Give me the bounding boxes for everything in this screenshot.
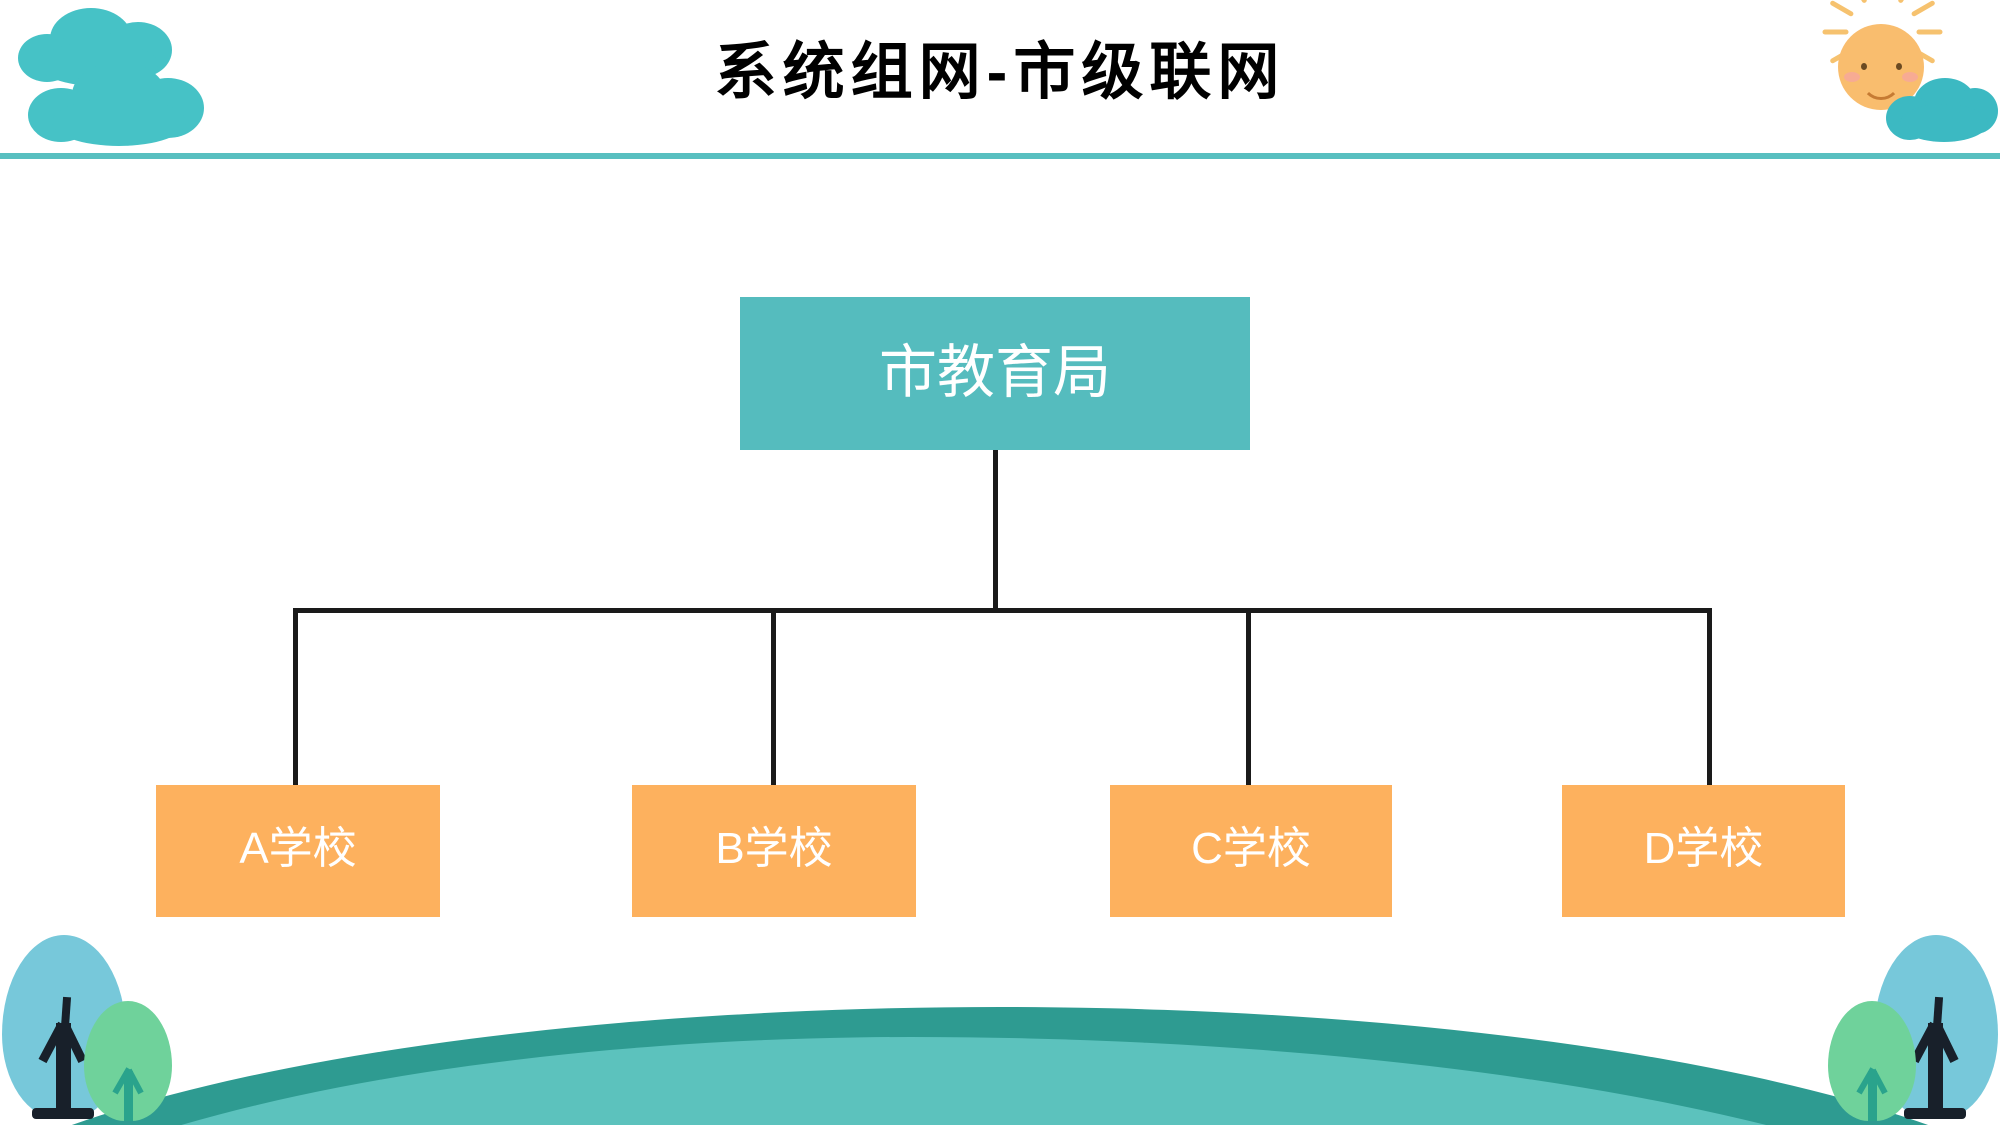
sun-icon <box>1782 0 1998 150</box>
footer-scenery <box>0 915 2000 1125</box>
sun-cheek-left <box>1844 72 1860 82</box>
tree-trunk <box>1928 1023 1943 1119</box>
cloud-icon-large <box>28 62 204 146</box>
cloud-lobe <box>52 98 186 146</box>
sun-eye-left <box>1861 63 1867 70</box>
tree-trunk <box>1868 1071 1877 1121</box>
sun-cheek-right <box>1902 72 1918 82</box>
connector-drop-school-a <box>293 608 298 788</box>
sun-ray <box>1850 0 1868 4</box>
tree-bottom-left-small <box>84 1001 172 1121</box>
org-node-school-d[interactable]: D学校 <box>1562 785 1845 917</box>
page-header: 系统组网-市级联网 <box>0 0 2000 159</box>
connector-drop-school-c <box>1246 608 1251 788</box>
connector-root-stem <box>993 450 998 611</box>
org-node-school-a[interactable]: A学校 <box>156 785 440 917</box>
org-node-root[interactable]: 市教育局 <box>740 297 1250 450</box>
cloud-icon-sun <box>1886 78 1998 144</box>
org-chart: 市教育局 A学校 B学校 C学校 D学校 <box>0 158 2000 948</box>
connector-drop-school-d <box>1707 608 1712 788</box>
sun-ray <box>1910 0 1936 18</box>
cloud-icon-small <box>18 8 178 86</box>
sun-eye-right <box>1896 63 1902 70</box>
connector-horizontal-bus <box>293 608 1712 613</box>
tree-trunk <box>124 1071 133 1121</box>
cloud-lobe <box>1900 104 1988 142</box>
sun-ray <box>1897 0 1915 4</box>
org-node-school-b[interactable]: B学校 <box>632 785 916 917</box>
sun-ray <box>1829 0 1855 18</box>
tree-root <box>1904 1108 1966 1119</box>
page-title: 系统组网-市级联网 <box>714 38 1286 107</box>
connector-drop-school-b <box>771 608 776 788</box>
sun-ray <box>1822 29 1849 35</box>
tree-trunk <box>56 1023 71 1119</box>
sun-smile <box>1861 72 1901 100</box>
org-node-school-c[interactable]: C学校 <box>1110 785 1392 917</box>
tree-bottom-right-small <box>1828 1001 1916 1121</box>
tree-root <box>32 1108 94 1119</box>
sun-ray <box>1916 29 1943 35</box>
header-divider <box>0 153 2000 159</box>
